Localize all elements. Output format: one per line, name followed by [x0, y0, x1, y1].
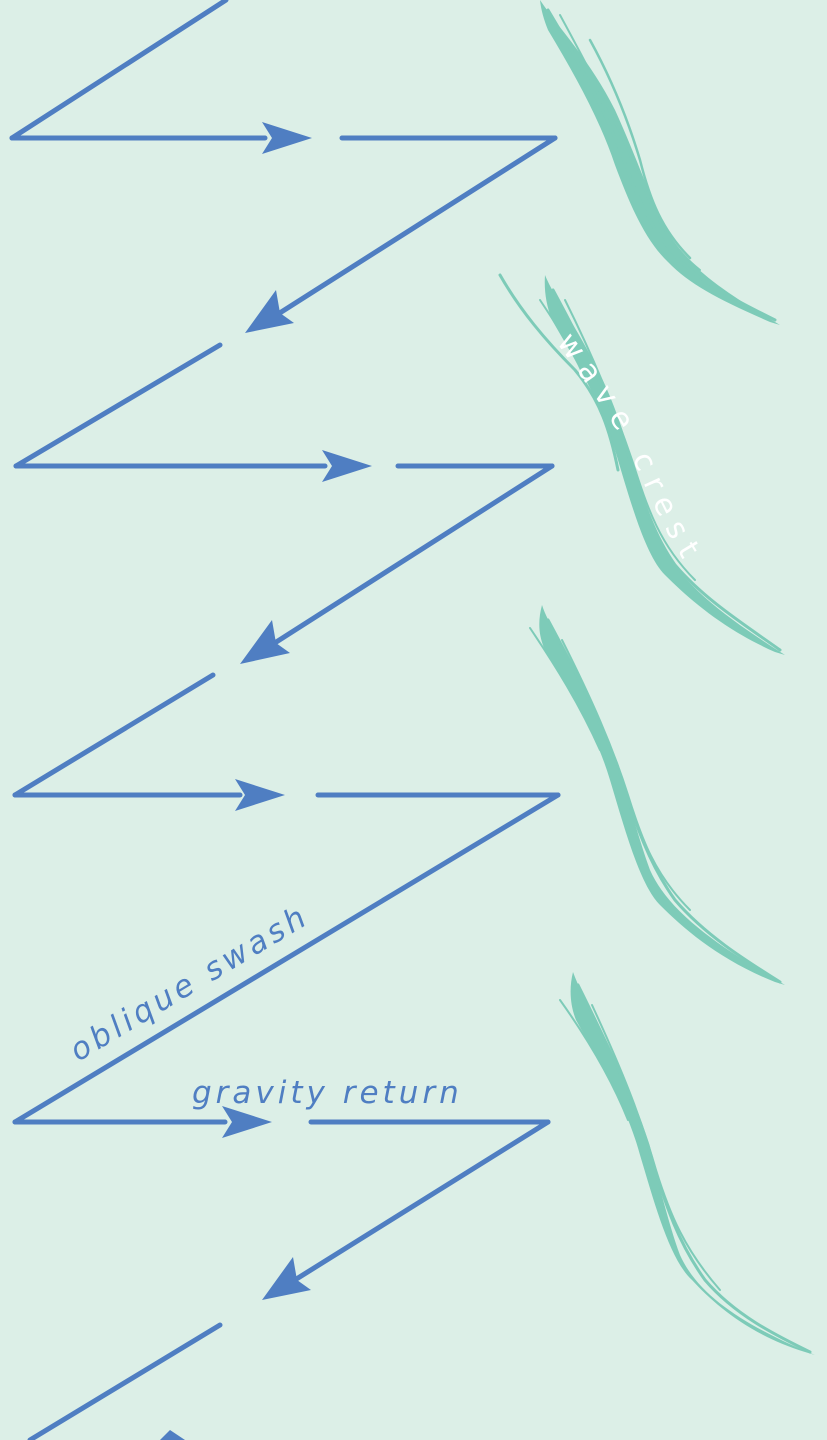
wave-crest-label: wave crest [550, 326, 712, 572]
swash-line [15, 675, 213, 795]
swash-line [30, 1325, 220, 1440]
drift-path [12, 0, 558, 1440]
arrow-head-icon [240, 620, 290, 664]
wave-crest-brush-icon [560, 972, 815, 1355]
swash-line [12, 0, 226, 138]
gravity-return-label: gravity return [192, 1075, 463, 1111]
arrow-head-icon [322, 450, 372, 482]
return-line [270, 466, 552, 646]
wave-crest-brush-icon [540, 0, 780, 325]
arrow-head-icon [262, 122, 312, 154]
oblique-swash-line [15, 795, 558, 1122]
arrow-head-icon [160, 1430, 185, 1440]
arrow-head-icon [262, 1257, 311, 1300]
wave-crest-brush-icon [530, 605, 785, 985]
return-line [290, 1122, 548, 1283]
swash-line [16, 345, 220, 466]
oblique-swash-label: oblique swash [64, 898, 316, 1069]
arrow-heads [160, 122, 372, 1440]
return-line [275, 138, 555, 316]
